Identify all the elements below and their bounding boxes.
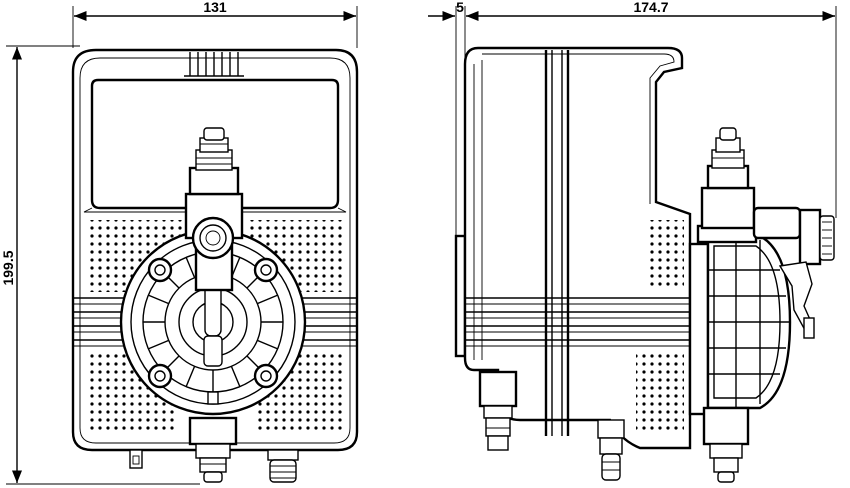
dimension-label-199-5: 199.5: [0, 250, 16, 285]
dimension-width-front: 131: [72, 0, 358, 48]
dimension-depth-side: 174.7: [466, 0, 837, 218]
small-terminal-front: [129, 449, 143, 469]
side-view: [454, 46, 835, 483]
dimension-height-front: 199.5: [0, 45, 200, 485]
dimension-label-174-7: 174.7: [633, 0, 668, 15]
discharge-valve-front: [184, 127, 244, 292]
top-vent: [184, 52, 244, 77]
side-vent-holes-lower: [636, 352, 684, 432]
level-connector-side: [478, 370, 518, 451]
bleed-valve-side: [752, 206, 835, 339]
front-view: [71, 48, 359, 483]
pump-head-side: [688, 224, 792, 416]
cable-gland-side: [597, 419, 625, 481]
mounting-plate: [454, 234, 467, 358]
suction-valve-front: [188, 416, 238, 483]
dimension-label-5: 5: [456, 0, 464, 15]
side-housing: [463, 46, 692, 450]
discharge-valve-side: [700, 127, 756, 230]
suction-valve-side: [702, 406, 750, 483]
side-ribs: [465, 297, 690, 347]
dimension-offset-side: 5: [428, 0, 466, 240]
cable-gland-front: [267, 449, 299, 483]
dimension-label-131: 131: [203, 0, 227, 15]
side-seam: [544, 50, 570, 436]
head-bolts: [147, 257, 279, 389]
side-vent-holes-upper: [650, 220, 684, 290]
